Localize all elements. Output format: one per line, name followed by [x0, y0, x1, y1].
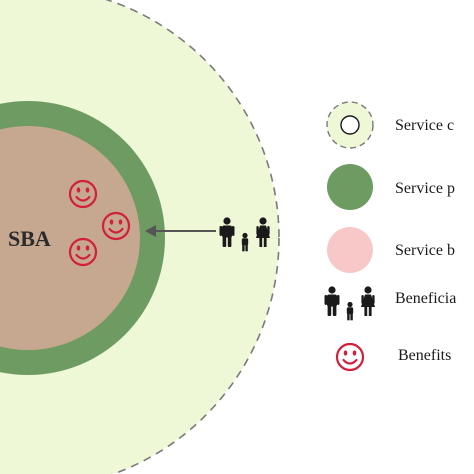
arrow-to-center: [145, 225, 216, 237]
legend-pink-circle-icon: [327, 227, 373, 273]
legend-label-benefits: Benefits: [398, 347, 452, 364]
legend-label-service-p: Service p: [395, 180, 455, 197]
legend-label-service-b: Service b: [395, 242, 455, 259]
legend-label-beneficiaries: Beneficia: [395, 290, 457, 307]
legend-label-service-c: Service c: [395, 117, 455, 134]
legend-dashed-ring-icon: [326, 101, 374, 149]
center-label-sba: SBA: [8, 226, 51, 251]
legend-family-icon: [325, 286, 376, 320]
legend-dark-green-circle-icon: [327, 164, 373, 210]
legend-smiley-icon: [335, 342, 365, 372]
inner-core-circle: [0, 126, 140, 350]
